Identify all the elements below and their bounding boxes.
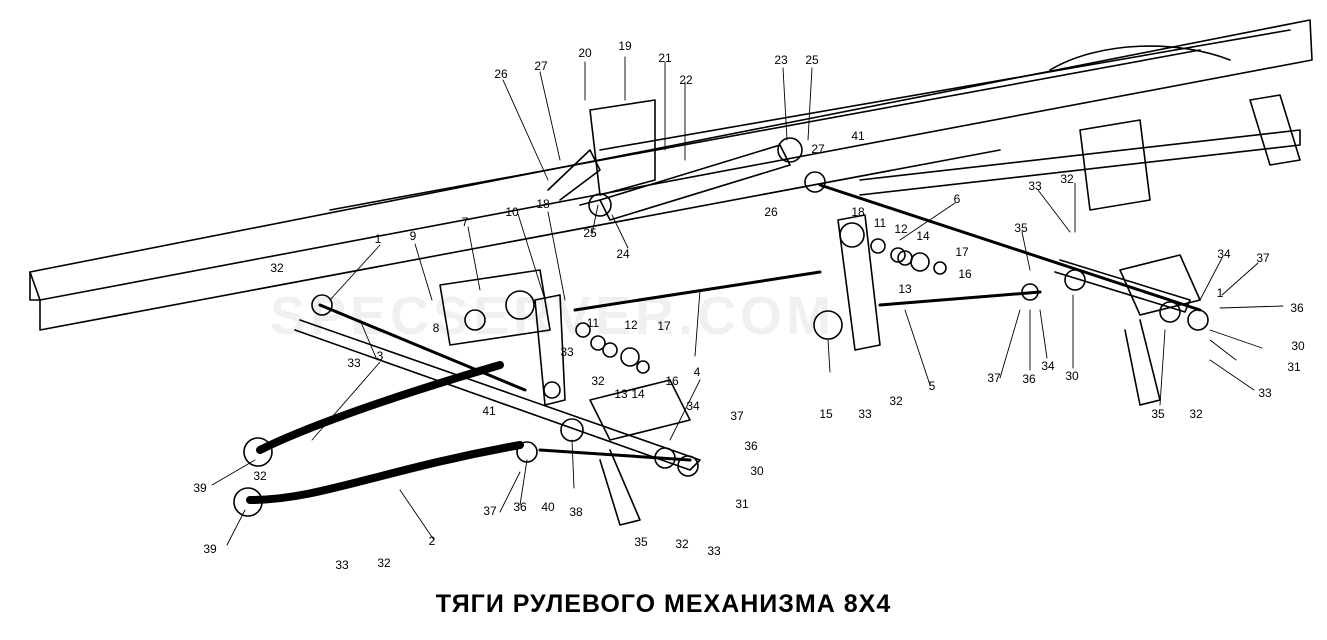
washer-stack-rear: [870, 238, 947, 275]
diagram-title: ТЯГИ РУЛЕВОГО МЕХАНИЗМА 8X4: [435, 590, 892, 618]
callout-41: 41: [482, 404, 496, 418]
callout-6: 6: [954, 192, 961, 206]
callout-33: 33: [1028, 179, 1042, 193]
callout-12: 12: [624, 318, 638, 332]
callout-17: 17: [955, 245, 969, 259]
callout-32: 32: [1189, 407, 1203, 421]
callout-9: 9: [410, 229, 417, 243]
callout-40: 40: [541, 500, 555, 514]
callout-27: 27: [811, 142, 825, 156]
callout-33: 33: [1258, 386, 1272, 400]
callout-32: 32: [675, 537, 689, 551]
frame-rail: [29, 19, 1313, 331]
callout-35: 35: [1151, 407, 1165, 421]
callout-32: 32: [889, 394, 903, 408]
pitman-arm: [534, 294, 566, 406]
callout-35: 35: [1014, 221, 1028, 235]
callout-34: 34: [1217, 247, 1231, 261]
callout-35: 35: [634, 535, 648, 549]
washer-stack-front: [575, 322, 650, 374]
callout-2: 2: [429, 534, 436, 548]
rear-suspension: [859, 45, 1301, 211]
callout-4: 4: [694, 365, 701, 379]
callout-33: 33: [347, 356, 361, 370]
callout-37: 37: [1256, 251, 1270, 265]
callout-14: 14: [631, 387, 645, 401]
callout-20: 20: [578, 46, 592, 60]
callout-26: 26: [494, 67, 508, 81]
callout-30: 30: [1065, 369, 1079, 383]
callout-41: 41: [851, 129, 865, 143]
callout-13: 13: [898, 282, 912, 296]
callout-19: 19: [618, 39, 632, 53]
callout-30: 30: [750, 464, 764, 478]
steering-gear: [439, 269, 551, 346]
callout-16: 16: [958, 267, 972, 281]
callout-3: 3: [377, 349, 384, 363]
intermediate-lever: [813, 214, 881, 351]
callout-33: 33: [560, 345, 574, 359]
callout-39: 39: [203, 542, 217, 556]
callout-25: 25: [583, 226, 597, 240]
callout-32: 32: [270, 261, 284, 275]
callout-15: 15: [819, 407, 833, 421]
callout-25: 25: [805, 53, 819, 67]
callout-27: 27: [534, 59, 548, 73]
callout-22: 22: [679, 73, 693, 87]
callout-32: 32: [377, 556, 391, 570]
callout-10: 10: [505, 205, 519, 219]
leader-lines: [211, 56, 1284, 546]
watermark: SPECSERVER.COM: [270, 286, 836, 346]
callout-30: 30: [1291, 339, 1305, 353]
callout-31: 31: [735, 497, 749, 511]
callout-1: 1: [375, 232, 382, 246]
bracket-plate: [547, 99, 656, 201]
callout-1: 1: [1217, 286, 1224, 300]
front-axle: [294, 319, 701, 526]
callout-11: 11: [874, 216, 887, 230]
callout-36: 36: [1290, 301, 1304, 315]
callout-31: 31: [1287, 360, 1301, 374]
callout-18: 18: [851, 205, 865, 219]
callout-36: 36: [744, 439, 758, 453]
callout-18: 18: [536, 197, 550, 211]
callout-32: 32: [253, 469, 267, 483]
callout-37: 37: [483, 504, 497, 518]
callout-13: 13: [614, 387, 628, 401]
callout-26: 26: [764, 205, 778, 219]
callout-34: 34: [686, 399, 700, 413]
callout-32: 32: [591, 374, 605, 388]
callout-33: 33: [707, 544, 721, 558]
steering-cylinder: [579, 137, 803, 221]
callout-33: 33: [335, 558, 349, 572]
callout-16: 16: [665, 374, 679, 388]
callout-39: 39: [193, 481, 207, 495]
link-rods: [246, 183, 1202, 504]
callout-14: 14: [916, 229, 930, 243]
callout-32: 32: [1060, 172, 1074, 186]
callout-7: 7: [462, 215, 469, 229]
callout-24: 24: [616, 247, 630, 261]
callout-21: 21: [658, 51, 672, 65]
callout-8: 8: [433, 321, 440, 335]
callout-33: 33: [858, 407, 872, 421]
callout-37: 37: [987, 371, 1001, 385]
callout-37: 37: [730, 409, 744, 423]
callout-11: 11: [587, 316, 600, 330]
callout-38: 38: [569, 505, 583, 519]
callout-36: 36: [1022, 372, 1036, 386]
callout-36: 36: [513, 500, 527, 514]
callout-17: 17: [657, 319, 671, 333]
callout-12: 12: [894, 222, 908, 236]
callout-34: 34: [1041, 359, 1055, 373]
callout-23: 23: [774, 53, 788, 67]
callout-5: 5: [929, 379, 936, 393]
